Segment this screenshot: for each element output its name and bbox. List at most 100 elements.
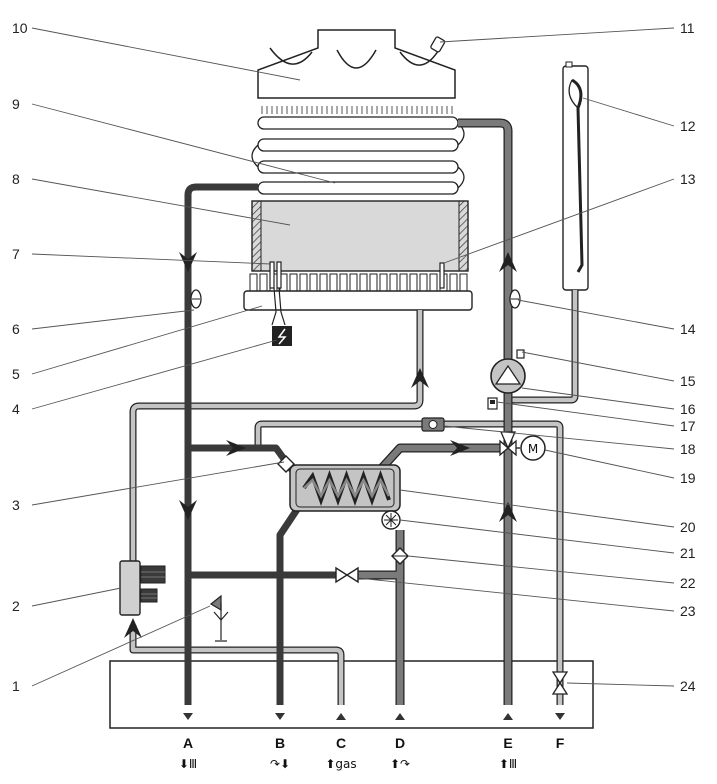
flow-arrow	[499, 252, 517, 272]
callout-number: 7	[12, 246, 20, 262]
port-symbol: ⬆Ⅲ	[499, 757, 517, 771]
bypass-valve	[277, 455, 295, 473]
callout-number: 12	[680, 118, 696, 134]
port-symbol: ⬇Ⅲ	[179, 757, 197, 771]
flame-sensor-electrode	[439, 262, 445, 289]
combustion-chamber	[251, 200, 469, 272]
leader-line	[496, 401, 675, 427]
flow-arrow	[226, 440, 246, 456]
port-markers	[183, 713, 565, 720]
burner-ramp	[289, 273, 298, 293]
flow-arrows	[124, 252, 517, 638]
main-heat-exchanger	[251, 106, 465, 195]
leader-lines	[31, 27, 675, 687]
callout-number: 24	[680, 678, 696, 694]
callout-number: 9	[12, 96, 20, 112]
callout-number: 21	[680, 545, 696, 561]
callout-number: 15	[680, 373, 696, 389]
burner-ramp	[339, 273, 348, 293]
flow-arrow	[499, 502, 517, 522]
burner-ramp	[299, 273, 308, 293]
callout-number: 20	[680, 519, 696, 535]
flow-arrow	[179, 252, 197, 272]
port-letter: F	[556, 735, 565, 751]
leader-line	[31, 339, 278, 410]
heating-flow-pipe	[184, 183, 338, 705]
gas-valve	[119, 560, 166, 616]
burner	[243, 273, 473, 311]
flow-arrow	[179, 500, 197, 520]
leader-line	[31, 461, 285, 506]
burner-ramp	[249, 273, 258, 293]
ignition-electrodes	[269, 261, 286, 326]
motor-label: M	[528, 442, 538, 456]
leader-line	[582, 97, 675, 127]
dhw-filter	[391, 547, 409, 565]
leader-line	[407, 555, 675, 584]
leader-line	[31, 305, 263, 375]
exchanger-fins	[261, 106, 453, 114]
water-pressure-switch	[421, 417, 445, 432]
burner-ramp	[419, 273, 428, 293]
leader-line	[357, 577, 675, 612]
port-symbol: ⬆gas	[325, 757, 356, 771]
callout-number: 17	[680, 418, 696, 434]
callout-number: 22	[680, 575, 696, 591]
leader-line	[31, 178, 291, 226]
leader-line	[517, 299, 675, 330]
leader-line	[521, 351, 675, 382]
leader-line	[521, 387, 675, 410]
flow-temperature-sensor	[190, 289, 202, 309]
burner-ramp	[259, 273, 268, 293]
port-letter: C	[336, 735, 346, 751]
port-marker	[275, 713, 285, 720]
leader-line	[31, 253, 272, 265]
flue-hood	[257, 29, 456, 99]
callout-number: 16	[680, 401, 696, 417]
burner-ramp	[429, 273, 438, 293]
burner-ramp	[349, 273, 358, 293]
leader-line	[544, 449, 675, 479]
circulation-pump	[490, 349, 526, 394]
leader-line	[31, 103, 336, 184]
callout-number: 10	[12, 20, 28, 36]
return-temperature-sensor	[509, 289, 521, 309]
burner-ramp	[329, 273, 338, 293]
callout-number: 3	[12, 497, 20, 513]
callout-number: 23	[680, 603, 696, 619]
burner-ramp	[379, 273, 388, 293]
port-symbol: ⬆↷	[390, 757, 410, 771]
flue-sensor-11	[430, 36, 446, 53]
leader-line	[443, 425, 675, 450]
callout-number: 8	[12, 171, 20, 187]
flow-arrow	[450, 440, 470, 456]
gas-pipe	[130, 290, 578, 705]
leader-line	[31, 27, 301, 81]
callout-number: 11	[680, 20, 695, 36]
burner-ramp	[399, 273, 408, 293]
callout-number: 13	[680, 171, 696, 187]
drain-valve	[209, 594, 229, 642]
callout-number: 4	[12, 401, 20, 417]
burner-ramps	[249, 273, 468, 293]
leader-line	[399, 519, 675, 554]
connection-bar	[109, 660, 594, 729]
leader-line	[31, 587, 122, 607]
leader-line	[31, 605, 211, 687]
callout-number: 14	[680, 321, 696, 337]
burner-ramp	[309, 273, 318, 293]
safety-valve	[487, 397, 498, 410]
flow-arrow	[124, 618, 142, 638]
leader-line	[443, 178, 675, 264]
burner-ramp	[319, 273, 328, 293]
callout-number: 1	[12, 678, 20, 694]
port-marker	[336, 713, 346, 720]
leader-line	[399, 489, 675, 528]
port-symbol: ↷⬇	[270, 757, 290, 771]
burner-ramp	[459, 273, 468, 293]
flow-arrow	[411, 368, 429, 388]
